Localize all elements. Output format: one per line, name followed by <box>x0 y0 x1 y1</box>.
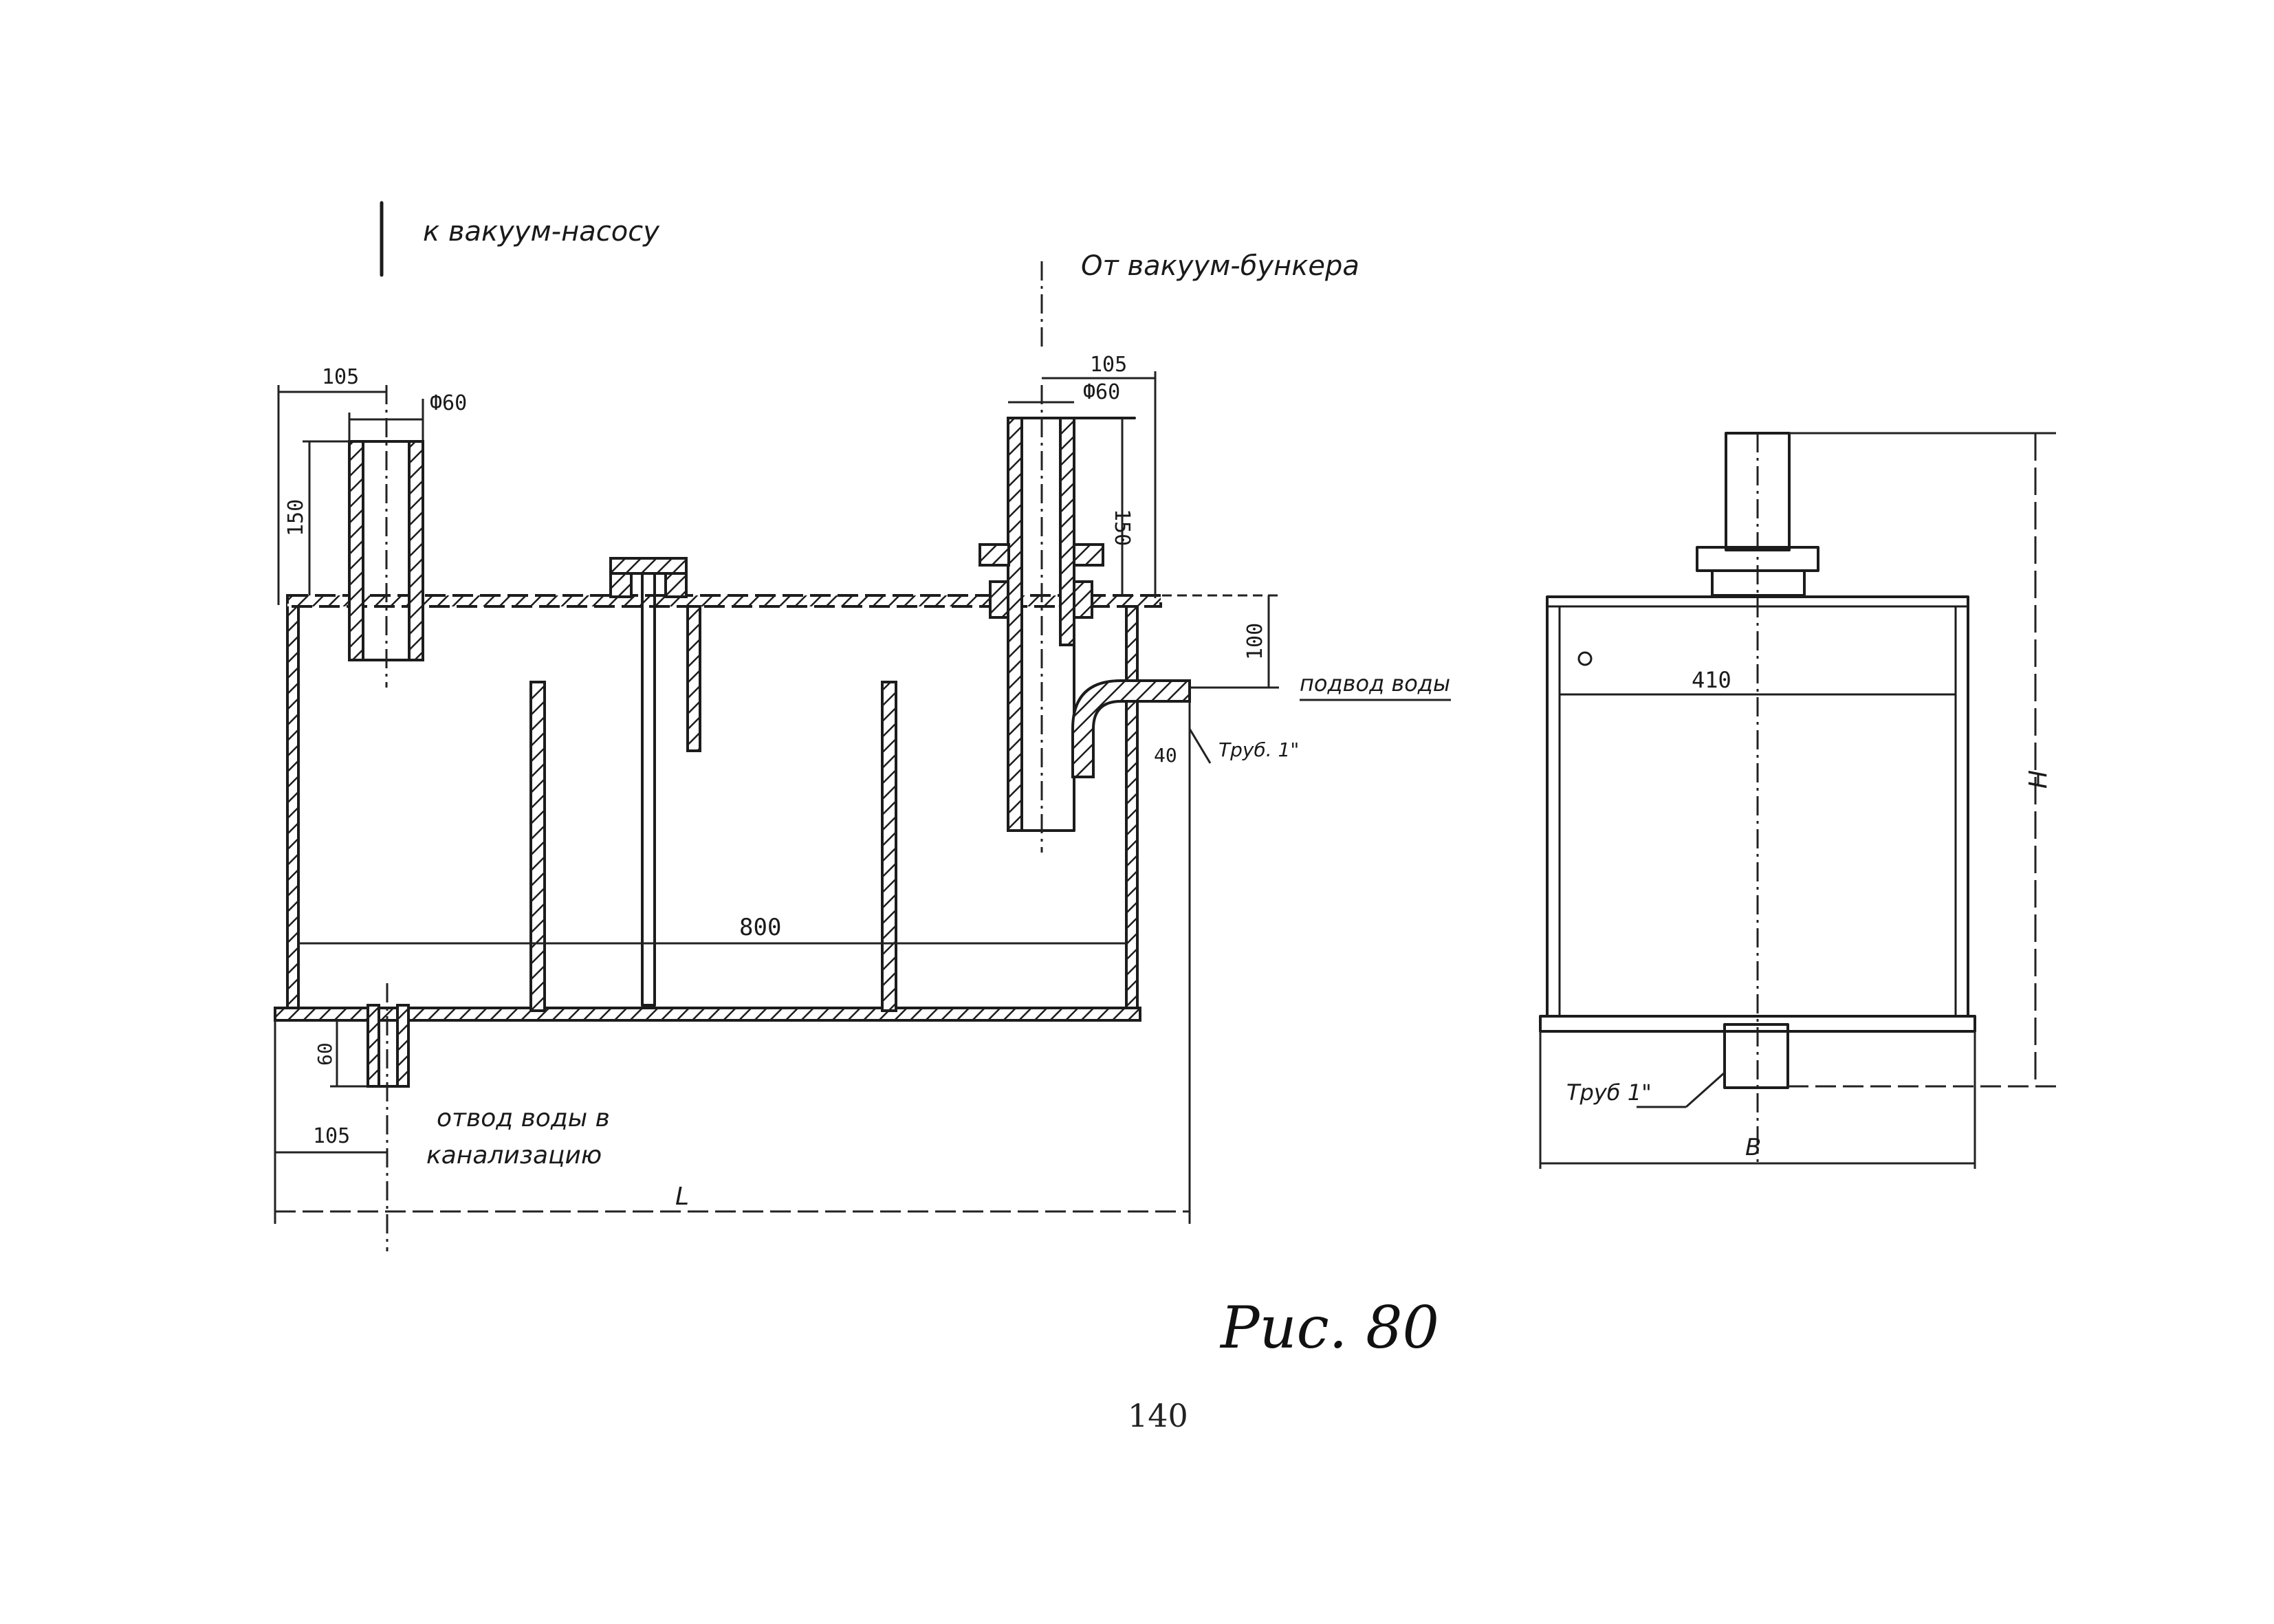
tank-bottom <box>274 1007 1141 1022</box>
side-gauge-circle <box>1577 651 1593 666</box>
dim-inner-length: 800 <box>739 914 781 941</box>
dim-left-diameter: Ф60 <box>430 391 467 415</box>
baffle-left <box>529 681 546 1012</box>
left-pipe-wall-right <box>408 440 424 661</box>
right-gland-right <box>1073 580 1093 619</box>
right-pipe-wall-right <box>1059 417 1075 646</box>
right-flange-right <box>1073 543 1104 567</box>
figure-caption: Рис. 80 <box>1219 1294 1439 1361</box>
valve-cap <box>609 557 688 575</box>
water-inlet-elbow <box>1071 679 1191 778</box>
dim-total-length: L <box>675 1183 689 1211</box>
dim-right-diameter: Ф60 <box>1083 380 1120 404</box>
dim-left-height: 150 <box>284 499 308 536</box>
drain-pipe-left <box>367 1004 380 1088</box>
dim-left-offset: 105 <box>322 365 359 389</box>
right-pipe-wall-left <box>1007 417 1023 832</box>
label-water-inlet: подвод воды <box>1300 670 1450 696</box>
dim-right-offset: 105 <box>1090 353 1127 377</box>
page-number: 140 <box>1128 1397 1188 1434</box>
side-top-flange <box>1711 569 1806 597</box>
valve-body-right <box>664 572 688 598</box>
valve-body-left <box>609 572 633 598</box>
tank-lid <box>286 594 1162 608</box>
dim-drain-height: 60 <box>314 1042 336 1066</box>
dim-side-height: H <box>2022 770 2051 789</box>
left-pipe-wall-left <box>348 440 364 661</box>
dim-inlet-height: 100 <box>1243 623 1267 660</box>
label-from-vacuum-bunker: От вакуум-бункера <box>1081 250 1359 282</box>
label-drain-line1: отвод воды в <box>437 1104 610 1132</box>
label-pipe-outlet: Труб 1" <box>1566 1079 1652 1106</box>
baffle-right <box>881 681 897 1012</box>
baffle-short <box>686 605 701 752</box>
side-bottom-pipe <box>1723 1023 1789 1089</box>
drain-pipe-right <box>396 1004 410 1088</box>
side-top-pipe <box>1725 432 1791 551</box>
right-flange-left <box>979 543 1010 567</box>
dim-inlet-pipe: 40 <box>1154 744 1177 767</box>
side-pipe-leader <box>1685 1071 1725 1108</box>
right-gland-left <box>989 580 1009 619</box>
dim-side-base: B <box>1745 1134 1761 1161</box>
side-view <box>1539 432 2056 1169</box>
dim-drain-offset: 105 <box>313 1124 350 1148</box>
front-view <box>274 201 1451 1251</box>
labels: к вакуум-насосу От вакуум-бункера 105 Ф6… <box>284 216 2051 1434</box>
label-pipe-inlet: Труб. 1" <box>1218 738 1299 761</box>
label-drain-line2: канализацию <box>426 1141 602 1170</box>
label-to-vacuum-pump: к вакуум-насосу <box>423 216 660 248</box>
dim-side-width: 410 <box>1692 667 1731 693</box>
tank-left-wall <box>286 604 300 1019</box>
tank-right-wall <box>1125 597 1139 1019</box>
dim-right-height: 150 <box>1110 509 1134 546</box>
pipe-inlet-leader <box>1188 728 1212 764</box>
